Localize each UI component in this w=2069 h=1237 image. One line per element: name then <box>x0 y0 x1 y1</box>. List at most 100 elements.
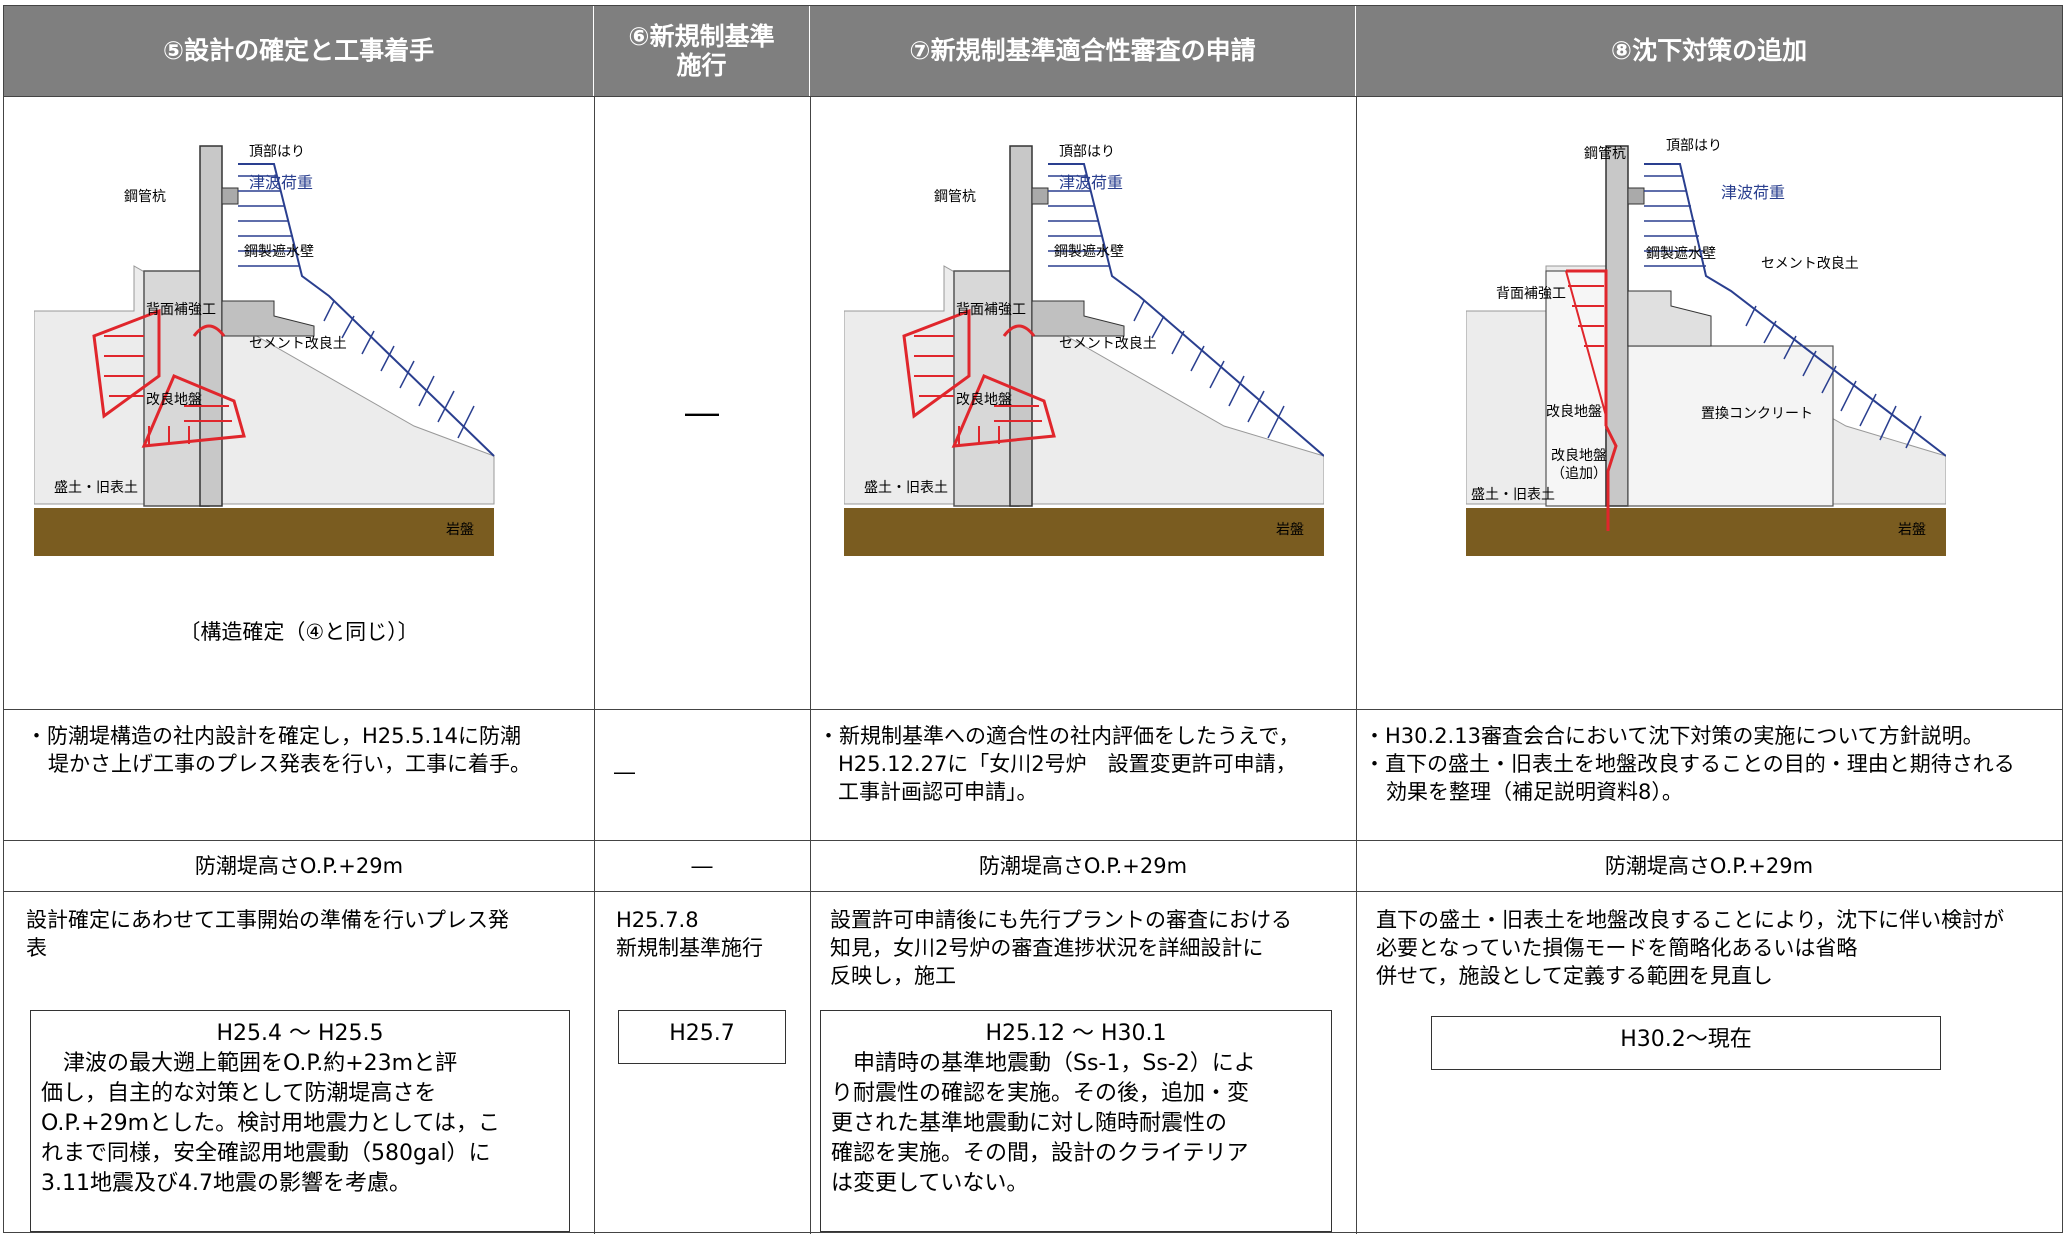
label-improved-ground: 改良地盤 <box>956 392 1012 408</box>
step8-height: 防潮堤高さO.P.+29m <box>1604 854 1814 878</box>
step8-detail-line3: 併せて，施設として定義する範囲を見直し <box>1376 964 1773 988</box>
label-fill: 盛土・旧表土 <box>54 480 138 496</box>
step7-box-line3: 更された基準地震動に対し随時耐震性の <box>831 1111 1228 1136</box>
step7-detail-line1: 設置許可申請後にも先行プラントの審査における <box>830 908 1292 932</box>
label-fill: 盛土・旧表土 <box>1471 487 1555 503</box>
row-divider <box>4 840 2062 841</box>
step5-box-line3: O.P.+29mとした。検討用地震力としては，こ <box>41 1111 501 1136</box>
step7-box-line4: 確認を実施。その間，設計のクライテリア <box>831 1141 1249 1166</box>
step5-summary: ・防潮堤構造の社内設計を確定し，H25.5.14に防潮 堤かさ上げ工事のプレス発… <box>26 722 586 778</box>
label-replacement-concrete: 置換コンクリート <box>1701 406 1813 422</box>
comparison-table: ⑤設計の確定と工事着手 ⑥新規制基準 施行 ⑦新規制基準適合性審査の申請 ⑧沈下… <box>3 5 2063 1234</box>
step6-detail-line2: 新規制基準施行 <box>616 936 763 960</box>
step7-box-line2: り耐震性の確認を実施。その後，追加・変 <box>831 1081 1250 1106</box>
step8-summary-line2: ・直下の盛土・旧表土を地盤改良することの目的・理由と期待される <box>1364 752 2015 776</box>
step5-detail-line2: 表 <box>26 936 47 960</box>
label-tsunami-load: 津波荷重 <box>249 173 313 192</box>
step5-box-line5: 3.11地震及び4.7地震の影響を考慮。 <box>41 1171 411 1196</box>
step5-box-line4: れまで同様，安全確認用地震動（580gal）に <box>41 1141 491 1166</box>
figure-step7: 鋼管杭 頂部はり 津波荷重 鋼製遮水壁 背面補強工 セメント改良土 改良地盤 盛… <box>844 144 1324 556</box>
step7-height: 防潮堤高さO.P.+29m <box>978 854 1188 878</box>
step5-period: H25.4 ～ H25.5 <box>216 1021 384 1046</box>
label-top-beam: 頂部はり <box>1059 144 1115 160</box>
row-divider <box>4 891 2062 892</box>
step8-summary-line1: ・H30.2.13審査会合において沈下対策の実施について方針説明。 <box>1364 724 1984 748</box>
label-improved-ground: 改良地盤 <box>1546 404 1602 420</box>
step8-summary-line3: 効果を整理（補足説明資料8）。 <box>1386 780 1683 804</box>
label-steel-wall: 鋼製遮水壁 <box>1054 244 1124 260</box>
step8-detail-line1: 直下の盛土・旧表土を地盤改良することにより，沈下に伴い検討が <box>1376 908 2005 932</box>
header-step5: ⑤設計の確定と工事着手 <box>4 6 594 96</box>
step7-summary-line1: ・新規制基準への適合性の社内評価をしたうえで， <box>818 724 1300 748</box>
step7-box-line5: は変更していない。 <box>831 1171 1029 1196</box>
label-steel-wall: 鋼製遮水壁 <box>1646 246 1716 262</box>
label-back-reinforcement: 背面補強工 <box>146 302 216 318</box>
label-pile: 鋼管杭 <box>934 189 976 205</box>
header-step5-text: ⑤設計の確定と工事着手 <box>162 36 435 65</box>
step5-summary-line2: 堤かさ上げ工事のプレス発表を行い，工事に着手。 <box>48 752 531 776</box>
label-back-reinforcement: 背面補強工 <box>956 302 1026 318</box>
step6-detail-line1: H25.7.8 <box>616 908 699 932</box>
step8-detail-line2: 必要となっていた損傷モードを簡略化あるいは省略 <box>1376 936 1858 960</box>
header-step7-text: ⑦新規制基準適合性審査の申請 <box>909 36 1256 65</box>
label-pile: 鋼管杭 <box>124 189 166 205</box>
header-step8-text: ⑧沈下対策の追加 <box>1610 36 1808 65</box>
header-step6-line1: ⑥新規制基準 <box>628 22 775 51</box>
label-steel-wall: 鋼製遮水壁 <box>244 244 314 260</box>
label-bedrock: 岩盤 <box>1276 522 1304 538</box>
figure-caption: 〔構造確定（④と同じ）〕 <box>179 620 419 644</box>
label-cement-soil: セメント改良土 <box>1761 256 1859 272</box>
step7-detail-line3: 反映し，施工 <box>830 964 956 988</box>
step5-height: 防潮堤高さO.P.+29m <box>194 854 404 878</box>
step6-height: ― <box>691 854 713 878</box>
label-tsunami-load: 津波荷重 <box>1059 173 1123 192</box>
step8-detail: 直下の盛土・旧表土を地盤改良することにより，沈下に伴い検討が 必要となっていた損… <box>1376 906 2056 990</box>
step5-period-box: H25.4 ～ H25.5 津波の最大遡上範囲をO.P.約+23mと評 価し，自… <box>30 1010 570 1232</box>
step6-period: H25.7 <box>669 1021 735 1046</box>
row-divider <box>4 709 2062 710</box>
step6-figure-dash: ― <box>685 393 719 433</box>
label-pile: 鋼管杭 <box>1584 146 1626 162</box>
figure-step5: 鋼管杭 頂部はり 津波荷重 鋼製遮水壁 背面補強工 セメント改良土 改良地盤 盛… <box>34 144 495 556</box>
step8-period-box: H30.2～現在 <box>1431 1016 1941 1070</box>
step6-period-box: H25.7 <box>618 1010 786 1064</box>
label-improved-ground-added: 改良地盤 <box>1551 448 1607 464</box>
step7-period-box: H25.12 ～ H30.1 申請時の基準地震動（Ss-1，Ss-2）によ り耐… <box>820 1010 1332 1232</box>
label-bedrock: 岩盤 <box>446 522 474 538</box>
col-divider <box>594 96 595 1234</box>
step5-box-line2: 価し，自主的な対策として防潮堤高さを <box>41 1081 437 1106</box>
step8-period: H30.2～現在 <box>1620 1027 1752 1052</box>
col-divider <box>1356 96 1357 1234</box>
label-cement-soil: セメント改良土 <box>1059 336 1157 352</box>
header-step6: ⑥新規制基準 施行 <box>594 6 810 96</box>
label-fill: 盛土・旧表土 <box>864 480 948 496</box>
label-improved-ground: 改良地盤 <box>146 392 202 408</box>
col-divider <box>810 96 811 1234</box>
header-step8: ⑧沈下対策の追加 <box>1356 6 2062 96</box>
label-top-beam: 頂部はり <box>249 144 305 160</box>
label-cement-soil: セメント改良土 <box>249 336 347 352</box>
step5-box-line1: 津波の最大遡上範囲をO.P.約+23mと評 <box>63 1051 458 1076</box>
step5-detail-line1: 設計確定にあわせて工事開始の準備を行いプレス発 <box>26 908 509 932</box>
step5-detail: 設計確定にあわせて工事開始の準備を行いプレス発 表 <box>26 906 586 962</box>
label-back-reinforcement: 背面補強工 <box>1496 286 1566 302</box>
row-divider <box>4 96 2062 97</box>
step6-detail: H25.7.8 新規制基準施行 <box>616 906 806 962</box>
step7-detail-line2: 知見，女川2号炉の審査進捗状況を詳細設計に <box>830 936 1264 960</box>
step7-detail: 設置許可申請後にも先行プラントの審査における 知見，女川2号炉の審査進捗状況を詳… <box>830 906 1350 990</box>
label-top-beam: 頂部はり <box>1666 138 1722 154</box>
step7-summary-line2: H25.12.27に「女川2号炉 設置変更許可申請， <box>838 752 1297 776</box>
figure-step8: 鋼管杭 頂部はり 津波荷重 鋼製遮水壁 セメント改良土 背面補強工 改良地盤 置… <box>1466 138 1946 556</box>
label-added: （追加） <box>1551 466 1607 482</box>
header-step7: ⑦新規制基準適合性審査の申請 <box>810 6 1356 96</box>
step7-period: H25.12 ～ H30.1 <box>985 1021 1167 1046</box>
label-bedrock: 岩盤 <box>1898 522 1926 538</box>
step6-summary: ― <box>614 760 635 784</box>
step5-summary-line1: ・防潮堤構造の社内設計を確定し，H25.5.14に防潮 <box>26 724 521 748</box>
step8-summary: ・H30.2.13審査会合において沈下対策の実施について方針説明。 ・直下の盛土… <box>1364 722 2054 806</box>
label-tsunami-load: 津波荷重 <box>1721 183 1785 202</box>
step7-summary: ・新規制基準への適合性の社内評価をしたうえで， H25.12.27に「女川2号炉… <box>818 722 1348 806</box>
step7-box-line1: 申請時の基準地震動（Ss-1，Ss-2）によ <box>853 1051 1256 1076</box>
step7-summary-line3: 工事計画認可申請」。 <box>838 780 1038 804</box>
